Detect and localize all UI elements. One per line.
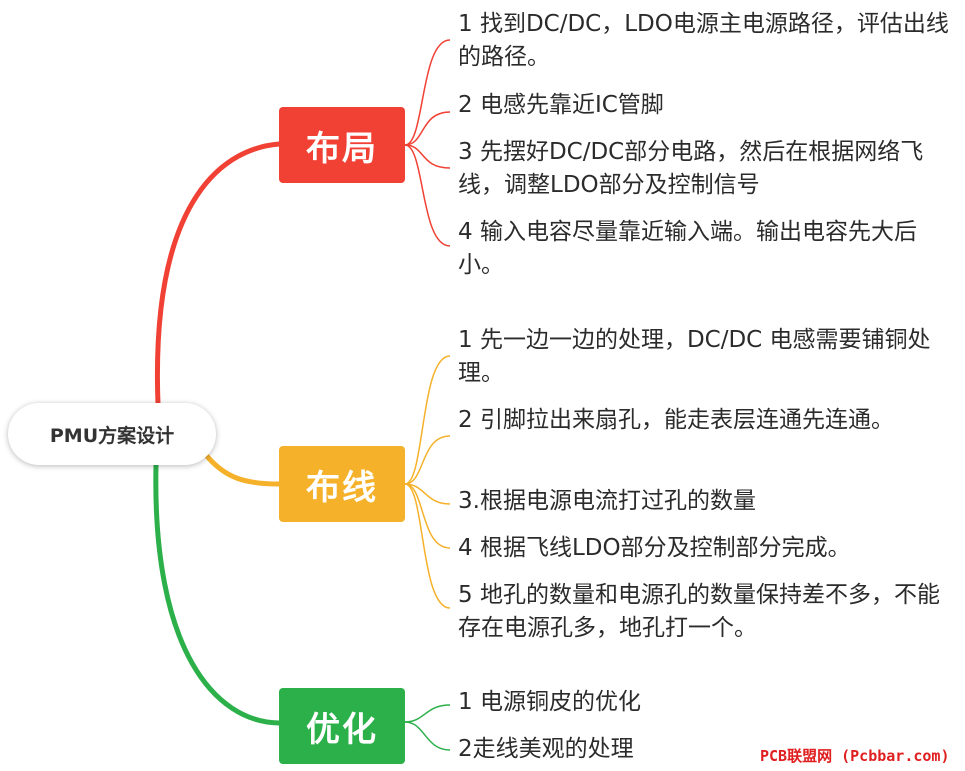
connector-layout-item-2 <box>404 111 451 146</box>
connector-routing-item-2 <box>404 435 451 485</box>
connector-root-layout <box>154 141 282 407</box>
connector-routing-item-5 <box>404 483 451 609</box>
leaf-optimize-1[interactable]: 1 电源铜皮的优化 <box>458 689 641 715</box>
leaf-routing-5[interactable]: 5 地孔的数量和电源孔的数量保持差不多，不能存在电源孔多，地孔打一个。 <box>458 582 940 641</box>
leaf-layout-4[interactable]: 4 输入电容尽量靠近输入端。输出电容先大后小。 <box>458 219 917 278</box>
connector-layout-item-1 <box>404 39 451 146</box>
leaf-routing-1[interactable]: 1 先一边一边的处理，DC/DC 电感需要铺铜处理。 <box>458 327 931 386</box>
connector-root-optimize <box>153 462 282 726</box>
connector-optimize-item-2 <box>404 721 451 751</box>
connector-routing-item-4 <box>404 483 451 549</box>
connector-layout-item-3 <box>404 144 451 169</box>
branch-layout-label: 布局 <box>306 128 378 169</box>
branch-routing[interactable]: 布线 <box>279 446 405 522</box>
leaf-layout-2[interactable]: 2 电感先靠近IC管脚 <box>458 92 664 118</box>
leaf-layout-3[interactable]: 3 先摆好DC/DC部分电路，然后在根据网络飞线，调整LDO部分及控制信号 <box>458 139 924 198</box>
leaf-layout-1[interactable]: 1 找到DC/DC，LDO电源主电源路径，评估出线的路径。 <box>458 11 949 70</box>
leaf-routing-4[interactable]: 4 根据飞线LDO部分及控制部分完成。 <box>458 535 851 561</box>
root-node[interactable]: PMU方案设计 <box>8 403 216 465</box>
branch-layout[interactable]: 布局 <box>279 107 405 183</box>
connector-layout-item-4 <box>404 144 451 247</box>
branch-optimize-label: 优化 <box>306 709 378 750</box>
watermark-text: PCB联盟网 (Pcbbar.com) <box>760 747 950 765</box>
branch-routing-label: 布线 <box>306 467 378 508</box>
leaf-optimize-2[interactable]: 2走线美观的处理 <box>458 736 634 762</box>
connector-root-routing <box>203 452 282 487</box>
branch-optimize[interactable]: 优化 <box>279 688 405 764</box>
connector-routing-item-1 <box>404 355 451 485</box>
leaf-routing-2[interactable]: 2 引脚拉出来扇孔，能走表层连通先连通。 <box>458 407 894 433</box>
leaf-routing-3[interactable]: 3.根据电源电流打过孔的数量 <box>458 488 756 514</box>
connector-routing-item-3 <box>404 483 451 505</box>
connector-optimize-item-1 <box>404 704 451 723</box>
